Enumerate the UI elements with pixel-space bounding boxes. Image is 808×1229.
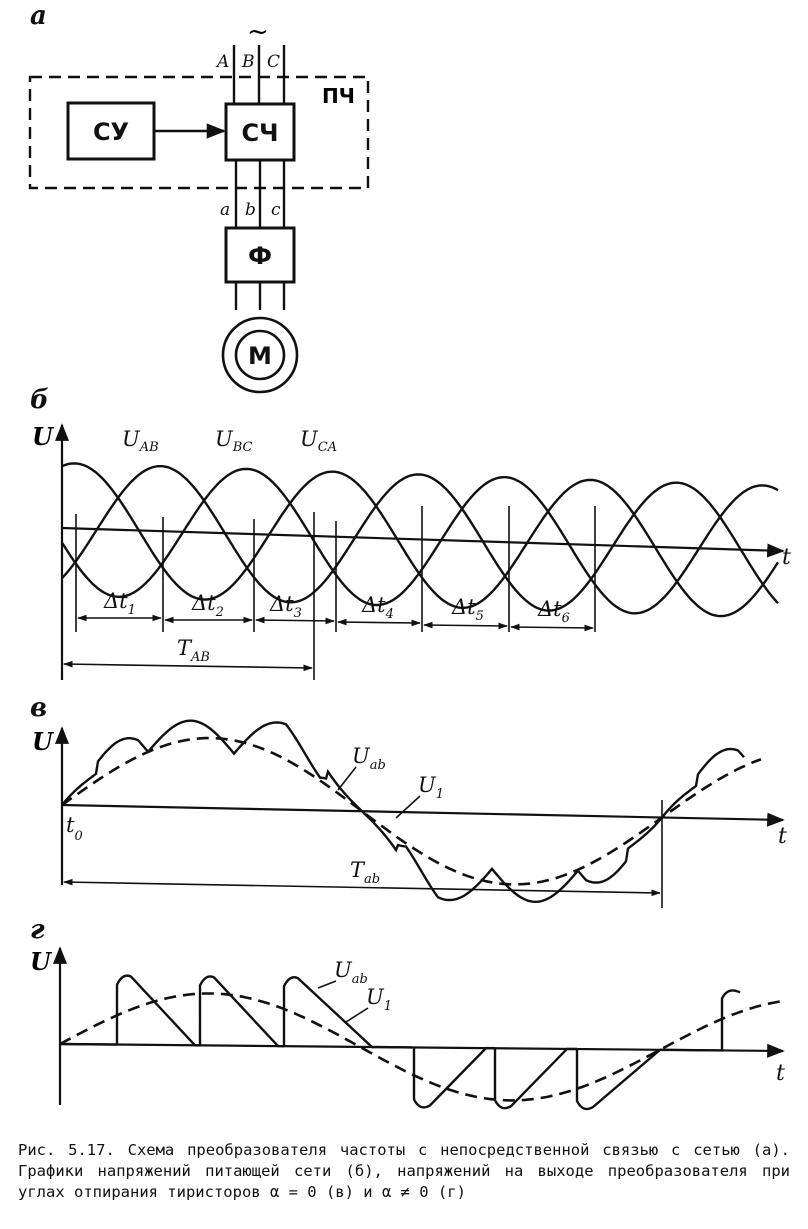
label-U-CA: UCA — [300, 427, 337, 455]
graph-v-y-label: U — [32, 727, 55, 756]
phase-label-b: b — [245, 200, 256, 220]
label-T-AB: TAB — [177, 636, 210, 665]
leader-U1-v — [395, 795, 421, 819]
phase-label-B: B — [241, 52, 255, 72]
filter-label: Ф — [248, 242, 272, 270]
motor-outer-circle — [221, 316, 299, 394]
supply-voltage-curves — [60, 462, 780, 618]
phase-label-c: c — [271, 200, 281, 220]
label-t0: t0 — [66, 813, 83, 844]
label-dt6: Δt6 — [537, 597, 570, 626]
label-U-ab-g: Uab — [334, 958, 368, 987]
curve-U-CA — [61, 462, 780, 618]
phase-label-C: C — [267, 52, 280, 72]
leader-U-ab-v — [337, 766, 357, 791]
curve-U-ab-output-g — [59, 974, 741, 1111]
label-dt2: Δt2 — [191, 591, 224, 620]
interval-arrows — [63, 614, 594, 672]
control-system-label: СУ — [93, 118, 129, 146]
label-U1-g: U1 — [366, 985, 392, 1014]
motor-wires — [234, 282, 286, 310]
motor-inner-circle — [234, 329, 286, 381]
panel-label-b: б — [30, 385, 49, 415]
label-U-BC: UBC — [215, 427, 252, 455]
converter-frame — [28, 75, 370, 190]
graph-v-x-label: t — [778, 824, 787, 849]
phase-label-a: a — [220, 200, 230, 220]
panel-label-g: г — [30, 915, 45, 945]
graph-v-period-arrow — [63, 878, 661, 897]
output-voltage-curves-alpha-zero — [61, 719, 762, 903]
interval-markers — [75, 506, 596, 680]
curve-U-ab-output — [61, 719, 745, 903]
figure-caption: Рис. 5.17. Схема преобразователя частоты… — [18, 1141, 790, 1201]
curve-U1-first-harmonic-g — [59, 992, 781, 1102]
output-wires — [234, 160, 286, 228]
graph-b-x-label: t — [782, 545, 791, 570]
graph-g-x-label: t — [776, 1061, 785, 1086]
frequency-switch-label: СЧ — [241, 119, 278, 147]
label-U-AB: UAB — [122, 427, 159, 455]
panel-label-a: а — [30, 1, 47, 31]
motor-label: М — [248, 342, 272, 370]
output-voltage-curves-alpha-nonzero — [59, 974, 781, 1111]
leader-U-ab-g — [317, 980, 337, 989]
ac-supply-symbol: ~ — [247, 17, 269, 47]
panel-label-v: в — [30, 693, 47, 723]
converter-frame-label: ПЧ — [322, 84, 355, 108]
phase-label-A: A — [215, 52, 229, 72]
figure: а ~ A B C ПЧ СУ СЧ a b c Ф М б U t — [28, 1, 791, 1111]
label-U1-v: U1 — [418, 773, 444, 802]
graph-g-y-label: U — [30, 947, 53, 976]
label-U-ab-v: Uab — [352, 744, 386, 773]
curve-U-BC — [60, 467, 779, 615]
supply-wires — [232, 45, 286, 104]
label-T-ab: Tab — [350, 858, 380, 887]
graph-b-y-label: U — [32, 422, 55, 451]
leader-U1-g — [345, 1007, 369, 1023]
curve-U-AB — [61, 465, 779, 612]
label-dt4: Δt4 — [361, 593, 394, 622]
curve-U1-first-harmonic — [61, 736, 762, 886]
label-dt5: Δt5 — [451, 595, 484, 624]
label-dt3: Δt3 — [269, 592, 302, 621]
label-dt1: Δt1 — [103, 589, 136, 618]
